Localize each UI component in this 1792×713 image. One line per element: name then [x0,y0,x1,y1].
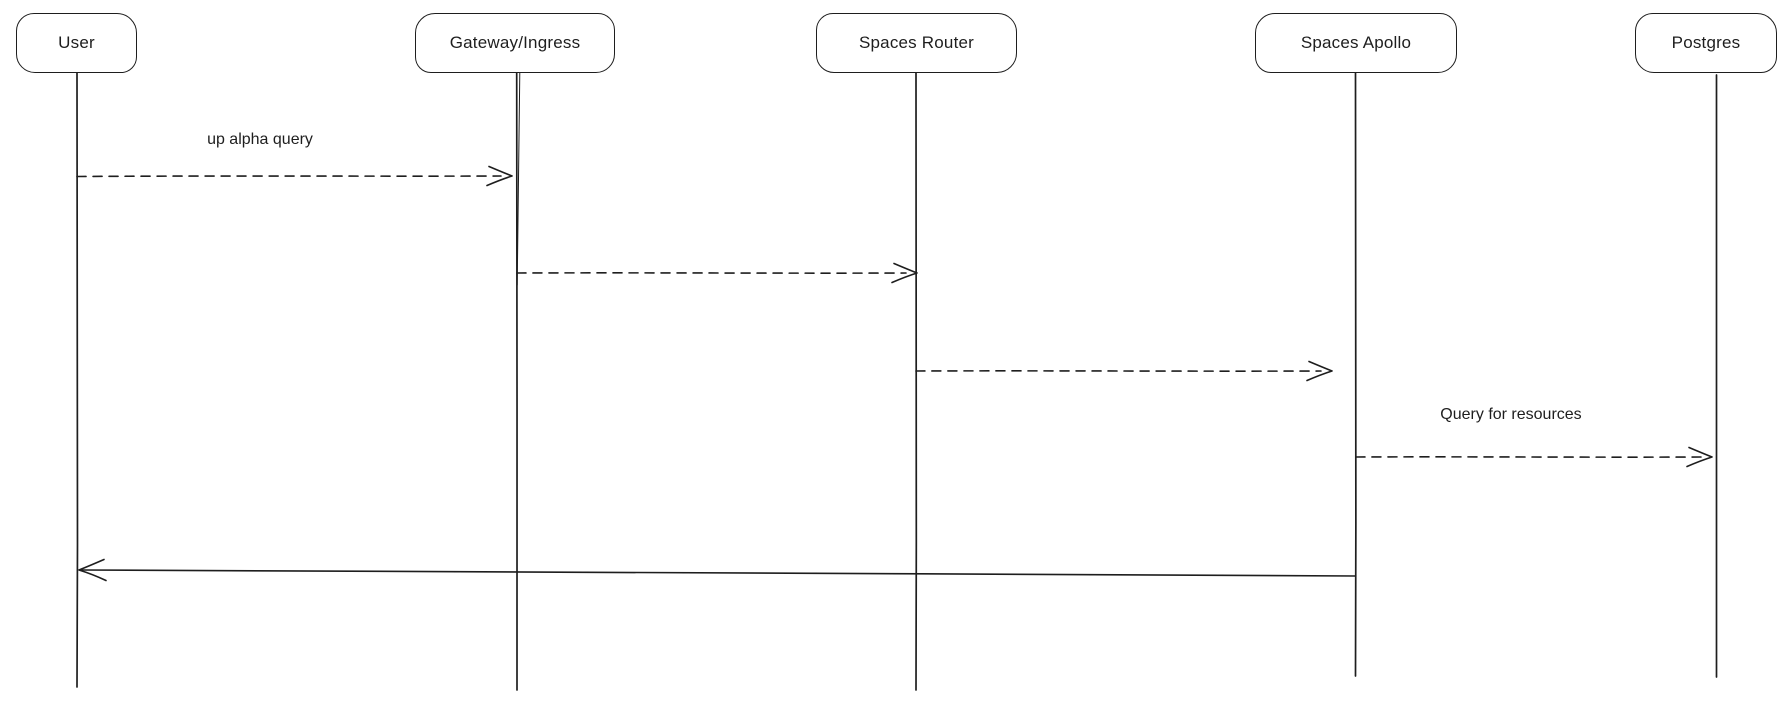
arrowhead-3 [1307,362,1332,381]
lifeline-postgres [1716,75,1717,677]
actor-box-user: User [16,13,137,73]
message-arrow-3 [916,362,1332,381]
lifeline-user [77,73,78,687]
arrowhead-2 [892,264,917,283]
actor-box-spaces-router: Spaces Router [816,13,1017,73]
actor-box-spaces-apollo: Spaces Apollo [1255,13,1457,73]
arrowhead-4 [1687,448,1712,467]
arrowhead-5 [79,560,106,581]
lifeline-spaces-apollo [1355,73,1356,676]
lifeline-gateway [517,72,518,690]
actor-label-spaces-apollo: Spaces Apollo [1300,33,1412,52]
message-line-1 [77,176,501,177]
message-arrow-1 [77,167,512,186]
message-line-5 [82,570,1356,576]
arrowhead-1 [487,167,512,186]
actor-box-postgres: Postgres [1635,13,1777,73]
lifeline-spaces-router [916,73,917,690]
lifeline-gateway-second-stroke [517,72,520,285]
message-label-query-for-resources: Query for resources [1440,406,1582,423]
lifelines [77,72,1717,690]
actor-label-gateway-ingress: Gateway/Ingress [449,33,581,52]
actor-label-postgres: Postgres [1671,33,1741,52]
actor-label-spaces-router: Spaces Router [858,33,975,52]
message-label-up-alpha-query: up alpha query [207,131,313,148]
actor-box-gateway-ingress: Gateway/Ingress [415,13,615,73]
message-arrow-5 [79,560,1356,581]
message-arrow-2 [517,264,917,283]
actor-label-user: User [58,33,95,52]
message-arrow-4 [1356,448,1712,467]
